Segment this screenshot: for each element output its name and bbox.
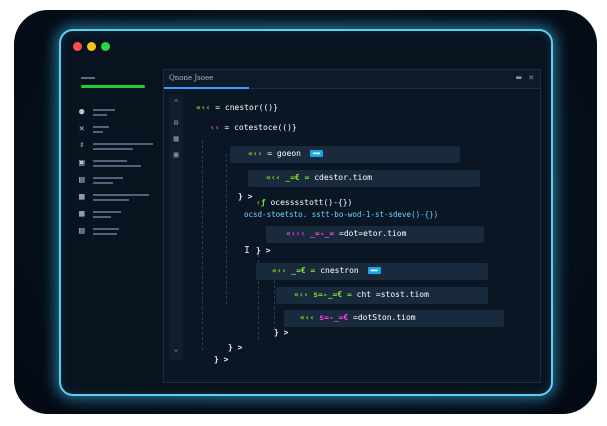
circle-icon: ● — [79, 107, 85, 117]
tools-icon: ✕ — [79, 124, 85, 134]
sidebar-item-4[interactable]: ▣ — [79, 158, 157, 170]
closing-bracket: } > — [274, 328, 289, 337]
grid-icon[interactable]: ▦ — [173, 134, 179, 143]
code-line-3: «‹‹ = goeon ▬▬ — [248, 149, 324, 158]
zoom-window-button[interactable] — [101, 42, 110, 51]
minimize-panel-icon[interactable]: ▬ — [516, 73, 522, 83]
code-block-highlight — [284, 310, 504, 327]
code-line-1: «‹‹ = cnestor(()} — [196, 103, 278, 112]
closing-bracket: } > — [238, 192, 253, 201]
code-block-highlight — [276, 287, 488, 304]
settings-icon[interactable]: ⚙ — [173, 118, 179, 127]
code-line-11: «‹‹ s=-_=€ = cht =stost.tiom — [294, 290, 429, 299]
sidebar-item-2[interactable]: ✕ — [79, 124, 157, 136]
sidebar-item-6[interactable]: ▦ — [79, 192, 157, 204]
code-line-8: «‹‹‹ _=-_= =dot=etor.tiom — [286, 229, 407, 238]
code-line-12: «‹‹ s=-_=€ =dotSton.tiom — [300, 313, 416, 322]
sidebar: ● ✕ ♯ ▣ ▤ ▦ ▦ — [77, 71, 157, 371]
sidebar-header-line — [81, 77, 95, 79]
sidebar-item-5[interactable]: ▤ — [79, 175, 157, 187]
background-canvas: ● ✕ ♯ ▣ ▤ ▦ ▦ — [14, 10, 597, 414]
database-icon: ▣ — [79, 158, 85, 168]
code-line-2: ‹‹ = cotestoce(()} — [210, 123, 297, 132]
code-area[interactable]: «‹‹ = cnestor(()} ‹‹ = cotestoce(()} «‹‹… — [164, 70, 540, 382]
code-editor: Qnone Jsoee ▬ ✕ ⌃ ⚙ ▦ ▣ ⌄ — [163, 69, 541, 383]
inline-badge: ▬▬ — [309, 150, 324, 157]
closing-bracket: } > — [228, 343, 243, 352]
closing-bracket: } > — [214, 355, 229, 364]
code-line-4: «‹‹ _=€ = cdestor.tiom — [266, 173, 372, 182]
code-line-6: ‹ƒ ocesssstott()-{}) — [256, 198, 353, 207]
closing-bracket: } > — [256, 246, 271, 255]
sidebar-item-8[interactable]: ▤ — [79, 226, 157, 238]
editor-tab-title[interactable]: Qnone Jsoee — [169, 74, 214, 82]
active-tab-indicator — [164, 87, 249, 89]
sidebar-active-indicator — [81, 85, 145, 88]
inline-badge: ▬▬ — [367, 267, 381, 274]
minimize-window-button[interactable] — [87, 42, 96, 51]
sidebar-item-1[interactable]: ● — [79, 107, 157, 119]
tab-controls: ▬ ✕ — [516, 73, 534, 83]
close-window-button[interactable] — [73, 42, 82, 51]
sidebar-item-3[interactable]: ♯ — [79, 141, 157, 153]
save-icon[interactable]: ▣ — [173, 150, 179, 159]
chevron-up-icon[interactable]: ⌃ — [173, 98, 179, 107]
editor-gutter: ⌃ ⚙ ▦ ▣ ⌄ — [169, 94, 183, 360]
sidebar-item-7[interactable]: ▦ — [79, 209, 157, 221]
code-line-10: «‹‹ _=€ = cnestron ▬▬ — [272, 266, 381, 275]
code-block-highlight — [266, 226, 484, 243]
code-block-highlight — [230, 146, 460, 163]
grid-icon: ▦ — [79, 209, 85, 219]
chevron-down-icon[interactable]: ⌄ — [173, 344, 179, 353]
menu-icon: ▤ — [79, 226, 85, 236]
close-icon[interactable]: ✕ — [528, 73, 534, 83]
book-icon: ▤ — [79, 175, 85, 185]
editor-tab-bar: Qnone Jsoee ▬ ✕ — [164, 70, 540, 89]
hash-icon: ♯ — [79, 141, 85, 151]
text-cursor: I — [244, 245, 251, 256]
list-icon: ▦ — [79, 192, 85, 202]
app-window: ● ✕ ♯ ▣ ▤ ▦ ▦ — [59, 29, 553, 396]
code-line-7: ocsd-stoetsto. sstt-bo-wod-1-st-sdeve()-… — [244, 210, 439, 219]
window-controls — [73, 42, 110, 51]
code-block-highlight — [248, 170, 480, 187]
